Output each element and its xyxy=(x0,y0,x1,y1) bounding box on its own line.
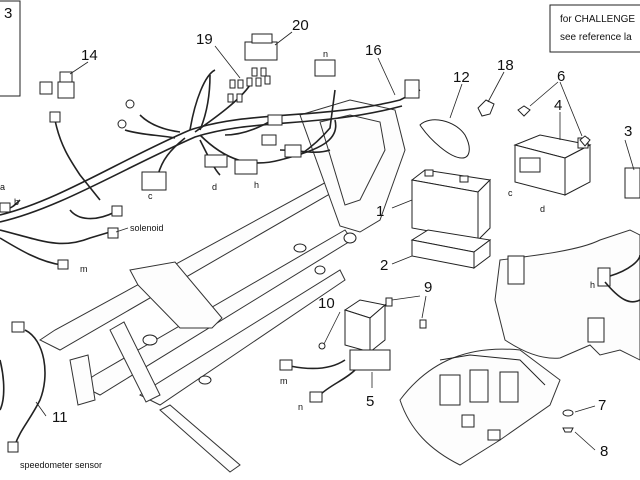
voltage-regulator xyxy=(343,299,391,371)
tag-h-harness: h xyxy=(254,180,259,190)
callout-10: 10 xyxy=(318,295,335,312)
engine-control-unit xyxy=(513,134,592,196)
note-box: for CHALLENGE see reference la xyxy=(549,4,640,53)
screw-8 xyxy=(562,427,574,433)
clip-upper xyxy=(385,297,393,307)
tag-d-harness: d xyxy=(212,182,217,192)
tag-h-guard: h xyxy=(590,280,595,290)
fuse-set xyxy=(227,67,271,103)
callout-12: 12 xyxy=(453,69,470,86)
washer xyxy=(562,409,574,417)
rear-mudguard xyxy=(494,167,640,361)
callout-3-left: 3 xyxy=(4,5,12,22)
tag-c-harness: c xyxy=(148,191,153,201)
callout-19: 19 xyxy=(196,31,213,48)
tag-b: b xyxy=(14,197,19,207)
speedometer-sensor-cable xyxy=(0,321,46,453)
battery-strap xyxy=(419,119,470,159)
battery xyxy=(410,169,492,242)
leader-lines xyxy=(35,31,635,451)
callout-8: 8 xyxy=(600,443,608,460)
tag-c-ecu: c xyxy=(508,188,513,198)
callout-14: 14 xyxy=(81,47,98,64)
tag-n-regulator: n xyxy=(298,402,303,412)
callout-16: 16 xyxy=(365,42,382,59)
callout-11: 11 xyxy=(52,409,68,426)
tag-d-ecu: d xyxy=(540,204,545,214)
callout-3-right: 3 xyxy=(624,123,632,140)
note-line-2: see reference la xyxy=(560,32,632,43)
callout-2: 2 xyxy=(380,257,388,274)
label-solenoid: solenoid xyxy=(130,223,164,233)
license-plate-holder xyxy=(399,348,561,466)
callout-7: 7 xyxy=(598,397,606,414)
callout-18: 18 xyxy=(497,57,514,74)
callout-9: 9 xyxy=(424,279,432,296)
label-speedometer-sensor: speedometer sensor xyxy=(20,460,102,470)
note-line-1: for CHALLENGE xyxy=(560,14,635,25)
clip-lower xyxy=(419,319,427,329)
tag-a: a xyxy=(0,182,5,192)
rear-frame xyxy=(39,99,406,473)
fuse-box xyxy=(244,33,278,61)
regulator-cables xyxy=(279,359,356,403)
tag-m-regulator: m xyxy=(280,376,288,386)
callout-5: 5 xyxy=(366,393,374,410)
tag-n-harness: n xyxy=(323,49,328,59)
battery-pad xyxy=(410,229,492,269)
callout-4: 4 xyxy=(554,97,562,114)
relay xyxy=(39,71,75,99)
tag-m-harness: m xyxy=(80,264,88,274)
callout-6: 6 xyxy=(557,68,565,85)
callout-1: 1 xyxy=(376,203,384,220)
main-wiring-harness xyxy=(0,59,421,270)
screw-10 xyxy=(318,342,326,350)
inset-box-left: 3 xyxy=(0,0,21,97)
fuse-holder xyxy=(477,99,495,117)
screw-right xyxy=(579,135,591,147)
callout-20: 20 xyxy=(292,17,309,34)
screw-left xyxy=(517,105,531,117)
